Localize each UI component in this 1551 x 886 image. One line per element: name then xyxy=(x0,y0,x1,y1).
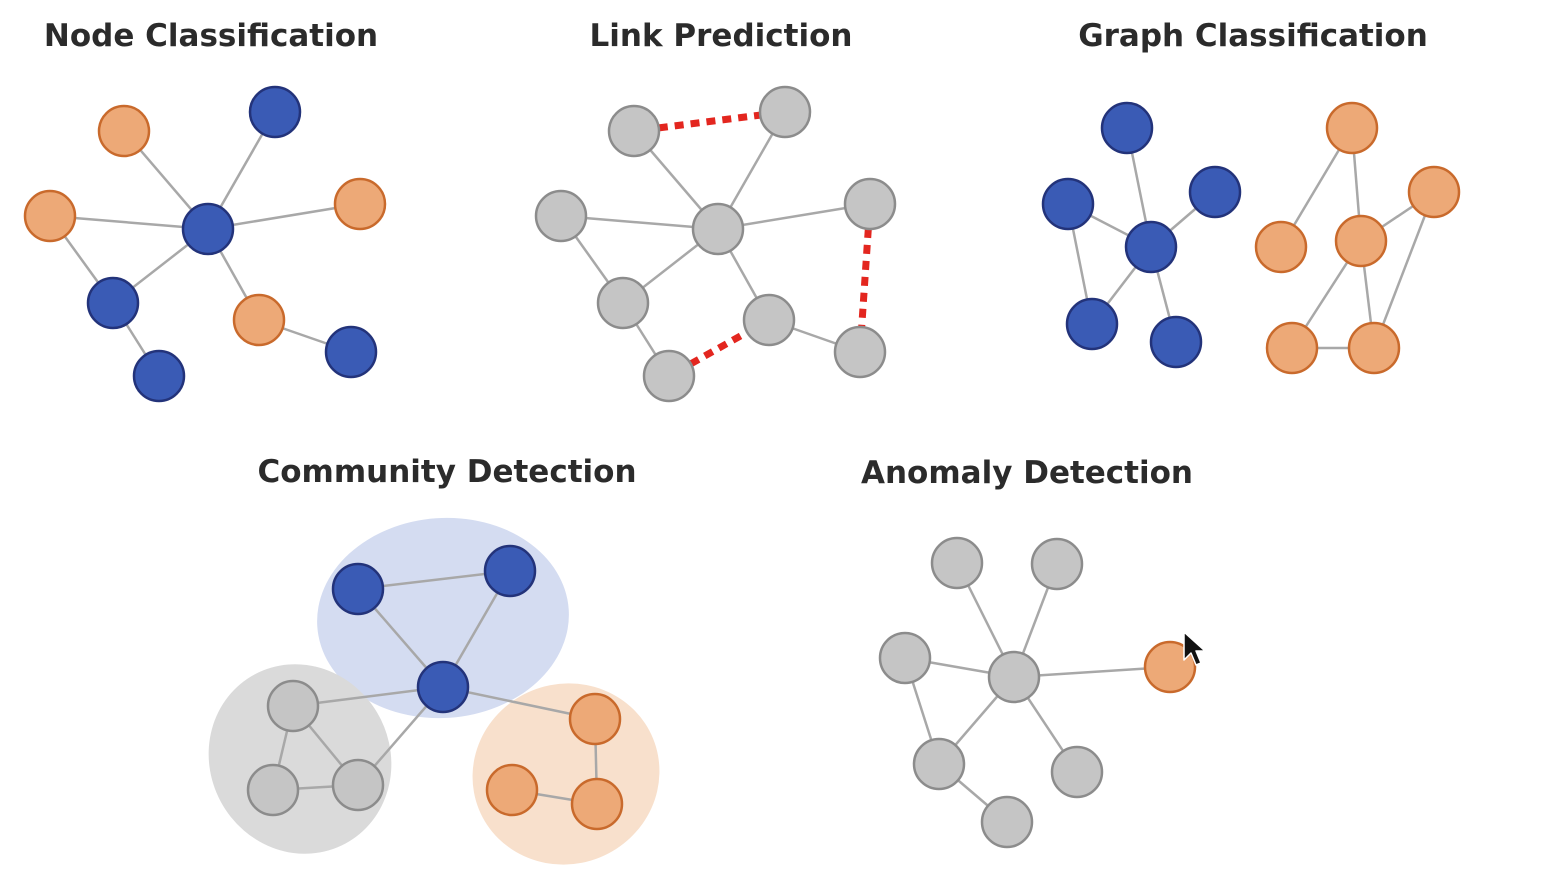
node-classification-title: Node Classification xyxy=(43,18,379,54)
link-prediction-node-gray xyxy=(596,276,650,330)
node-classification-node-blue xyxy=(324,325,378,379)
anomaly-detection-node-gray xyxy=(980,795,1034,849)
anomaly-detection-node-gray xyxy=(912,737,966,791)
node-classification-node-orange xyxy=(232,293,286,347)
community-detection-node-orange xyxy=(568,692,622,746)
predicted-link xyxy=(658,111,761,132)
graph-classification-node-blue xyxy=(1124,220,1178,274)
graph-classification-node-blue xyxy=(1100,101,1154,155)
link-prediction-node-gray xyxy=(742,293,796,347)
graph-classification-node-orange xyxy=(1265,321,1319,375)
node-classification-node-orange xyxy=(23,189,77,243)
link-prediction-edge xyxy=(560,214,719,231)
link-prediction-node-gray xyxy=(843,177,897,231)
node-classification-node-orange xyxy=(333,177,387,231)
graph-classification-node-orange xyxy=(1334,214,1388,268)
graph-classification-node-blue xyxy=(1041,177,1095,231)
community-detection-node-blue xyxy=(483,544,537,598)
community-detection-node-gray xyxy=(246,763,300,817)
graph-classification-edge xyxy=(1372,191,1436,349)
community-detection-node-orange xyxy=(485,763,539,817)
community-detection-node-blue xyxy=(416,660,470,714)
link-prediction-node-gray xyxy=(642,349,696,403)
link-prediction-node-gray xyxy=(758,85,812,139)
graph-classification-node-orange xyxy=(1325,101,1379,155)
community-detection-node-gray xyxy=(331,758,385,812)
community-detection-node-gray xyxy=(266,679,320,733)
graph-classification-title: Graph Classification xyxy=(1078,18,1428,54)
mouse-pointer-icon xyxy=(1183,631,1206,666)
graph-classification-node-orange xyxy=(1254,220,1308,274)
anomaly-detection-node-gray xyxy=(930,536,984,590)
anomaly-detection-node-gray xyxy=(1050,745,1104,799)
node-classification-node-blue xyxy=(181,202,235,256)
anomaly-detection-node-gray xyxy=(1030,537,1084,591)
node-classification-edge xyxy=(49,214,209,231)
community-detection-title: Community Detection xyxy=(257,454,637,490)
community-detection-node-orange xyxy=(570,777,624,831)
graph-classification-node-blue xyxy=(1149,315,1203,369)
node-classification-node-blue xyxy=(248,85,302,139)
anomaly-detection-node-orange xyxy=(1143,640,1197,694)
node-classification-node-orange xyxy=(97,104,151,158)
anomaly-detection-node-gray xyxy=(987,650,1041,704)
graph-classification-node-blue xyxy=(1188,165,1242,219)
anomaly-detection-title: Anomaly Detection xyxy=(861,455,1193,491)
anomaly-detection-node-gray xyxy=(878,631,932,685)
node-classification-node-blue xyxy=(132,349,186,403)
predicted-link xyxy=(858,228,872,328)
link-prediction-node-gray xyxy=(691,202,745,256)
link-prediction-title: Link Prediction xyxy=(589,18,853,54)
graph-classification-node-orange xyxy=(1347,321,1401,375)
graph-classification-node-blue xyxy=(1065,297,1119,351)
predicted-link xyxy=(689,329,749,367)
link-prediction-node-gray xyxy=(534,189,588,243)
graph-classification-node-orange xyxy=(1407,165,1461,219)
link-prediction-node-gray xyxy=(607,104,661,158)
community-detection-node-blue xyxy=(331,562,385,616)
link-prediction-node-gray xyxy=(833,325,887,379)
node-classification-node-blue xyxy=(86,276,140,330)
